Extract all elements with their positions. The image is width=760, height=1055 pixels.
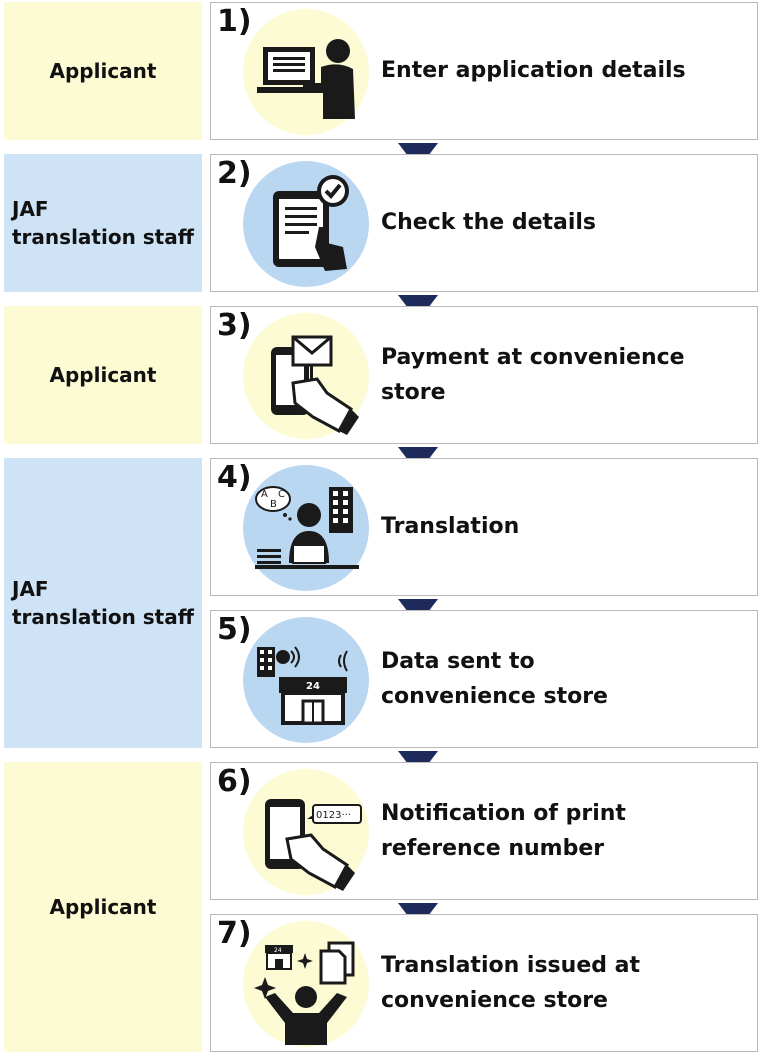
step-1: 1) Enter application details <box>210 2 758 140</box>
step-7: 7) 24 Translation issued at convenience … <box>210 914 758 1052</box>
actor-label: Applicant <box>49 895 157 919</box>
svg-text:24: 24 <box>306 681 320 692</box>
actor-applicant-3: Applicant <box>4 762 202 1052</box>
actor-label: Applicant <box>49 59 157 83</box>
computer-user-icon <box>243 9 369 135</box>
translator-icon: A B C <box>243 465 369 591</box>
step-label: Payment at convenience store <box>381 344 685 405</box>
step-number: 7) <box>217 916 252 951</box>
step-number: 2) <box>217 156 252 191</box>
actor-jaf-staff-2: JAF translation staff <box>4 458 202 748</box>
actor-applicant-2: Applicant <box>4 306 202 444</box>
step-4: 4) A B C Translation <box>210 458 758 596</box>
step-6: 6) 0123··· Notification of print referen… <box>210 762 758 900</box>
svg-text:C: C <box>278 489 285 500</box>
svg-text:A: A <box>261 489 268 500</box>
step-label: Notification of print reference number <box>381 800 626 861</box>
actor-applicant-1: Applicant <box>4 2 202 140</box>
step-label: Data sent to convenience store <box>381 648 608 709</box>
actor-jaf-staff-1: JAF translation staff <box>4 154 202 292</box>
phone-payment-icon <box>243 313 369 439</box>
actor-label: Applicant <box>49 363 157 387</box>
step-label: Translation issued at convenience store <box>381 952 641 1013</box>
step-label: Check the details <box>381 210 597 236</box>
step-number: 3) <box>217 308 252 343</box>
actor-label: JAF translation staff <box>12 577 194 629</box>
svg-text:24: 24 <box>274 947 282 954</box>
step-3: 3) Payment at convenience store <box>210 306 758 444</box>
actor-label: JAF translation staff <box>12 197 194 249</box>
step-number: 5) <box>217 612 252 647</box>
phone-notification-icon: 0123··· <box>243 769 369 895</box>
step-number: 1) <box>217 4 252 39</box>
step-2: 2) Check the details <box>210 154 758 292</box>
tablet-check-icon <box>243 161 369 287</box>
step-label: Enter application details <box>381 58 686 84</box>
step-5: 5) 24 Data sent to convenience store <box>210 610 758 748</box>
step-number: 4) <box>217 460 252 495</box>
step-label: Translation <box>381 514 520 540</box>
svg-text:B: B <box>270 499 277 510</box>
step-number: 6) <box>217 764 252 799</box>
celebration-document-icon: 24 <box>243 921 369 1047</box>
svg-text:0123···: 0123··· <box>316 810 351 821</box>
convenience-store-icon: 24 <box>243 617 369 743</box>
